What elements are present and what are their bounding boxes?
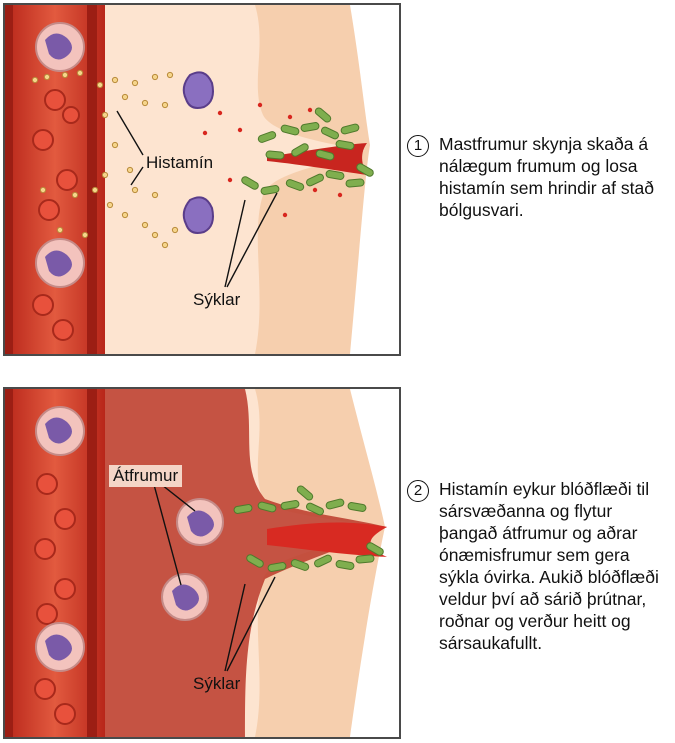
- bacterium: [233, 504, 253, 514]
- blood-drop: [227, 177, 233, 183]
- step-number: 2: [407, 480, 429, 502]
- bacterium: [257, 501, 277, 513]
- mast-cell: [182, 196, 214, 234]
- bacterium: [290, 559, 310, 571]
- bacterium: [355, 554, 375, 564]
- bacterium: [345, 178, 365, 188]
- white-blood-cell: [35, 22, 85, 72]
- pointer-lines: [152, 480, 276, 672]
- vessel-wall: [87, 389, 97, 737]
- bacterium: [246, 554, 264, 568]
- outside-area: [350, 5, 399, 354]
- blood-drop: [312, 187, 318, 193]
- blood-drop: [217, 110, 223, 116]
- bacterium: [314, 554, 332, 568]
- bacterium: [291, 143, 309, 157]
- vessel-wall-left: [5, 5, 13, 354]
- bacterium: [280, 124, 300, 136]
- phagocyte: [176, 498, 224, 546]
- bacterium: [306, 173, 324, 187]
- blood-drop: [237, 127, 243, 133]
- histamine-granules: [31, 69, 179, 249]
- bacterium: [306, 502, 324, 516]
- blood-drop: [202, 130, 208, 136]
- step-description: Histamín eykur blóðflæði til sársvæðanna…: [439, 479, 659, 653]
- wound: [267, 143, 367, 175]
- step-number: 1: [407, 135, 429, 157]
- white-blood-cell: [35, 238, 85, 288]
- illustration-histamine-release: [5, 5, 399, 354]
- label-phagocytes: Átfrumur: [109, 465, 183, 487]
- blood-drop: [307, 107, 313, 113]
- bacterium: [335, 560, 355, 570]
- white-blood-cell: [35, 406, 85, 456]
- panel-phagocytes: Átfrumur Sýklar: [3, 387, 401, 739]
- bacterium: [321, 126, 339, 140]
- blood-drop: [337, 192, 343, 198]
- bacterium: [300, 122, 320, 132]
- vessel-wall-left: [5, 389, 13, 737]
- bacterium: [335, 140, 355, 150]
- bacteria-cluster: [233, 485, 384, 572]
- bacterium: [325, 170, 345, 180]
- blood-drop: [287, 114, 293, 120]
- blood-drop: [257, 102, 263, 108]
- label-germs: Sýklar: [193, 674, 241, 693]
- red-blood-cells: [34, 473, 76, 725]
- bacterium: [296, 485, 314, 501]
- blood-drop: [282, 212, 288, 218]
- label-histamine: Histamín: [146, 153, 214, 172]
- bacterium: [241, 176, 259, 190]
- bacterium: [315, 149, 335, 161]
- bacterium: [265, 150, 285, 160]
- bacterium: [267, 562, 287, 572]
- pointer-lines: [116, 110, 278, 288]
- red-blood-cells: [32, 89, 80, 341]
- step-description: Mastfrumur skynja skaða á nálægum frumum…: [439, 134, 654, 220]
- bacterium: [356, 163, 374, 177]
- bacterium: [285, 179, 305, 191]
- bacterium: [340, 123, 360, 135]
- panel-mast-cells: Histamín Sýklar: [3, 3, 401, 356]
- vessel-wall: [87, 5, 97, 354]
- bacterium: [325, 498, 345, 510]
- bacterium: [257, 131, 277, 143]
- outside-area: [350, 389, 399, 737]
- bacterium: [366, 542, 384, 556]
- bacterium: [280, 500, 300, 510]
- white-blood-cell: [35, 622, 85, 672]
- bacterium: [260, 185, 280, 195]
- bacterium: [347, 502, 367, 512]
- bacteria-cluster: [241, 107, 374, 195]
- mast-cell: [182, 71, 214, 109]
- label-germs: Sýklar: [193, 290, 241, 309]
- bacterium: [314, 107, 332, 123]
- phagocyte: [161, 573, 209, 621]
- wound: [267, 522, 387, 557]
